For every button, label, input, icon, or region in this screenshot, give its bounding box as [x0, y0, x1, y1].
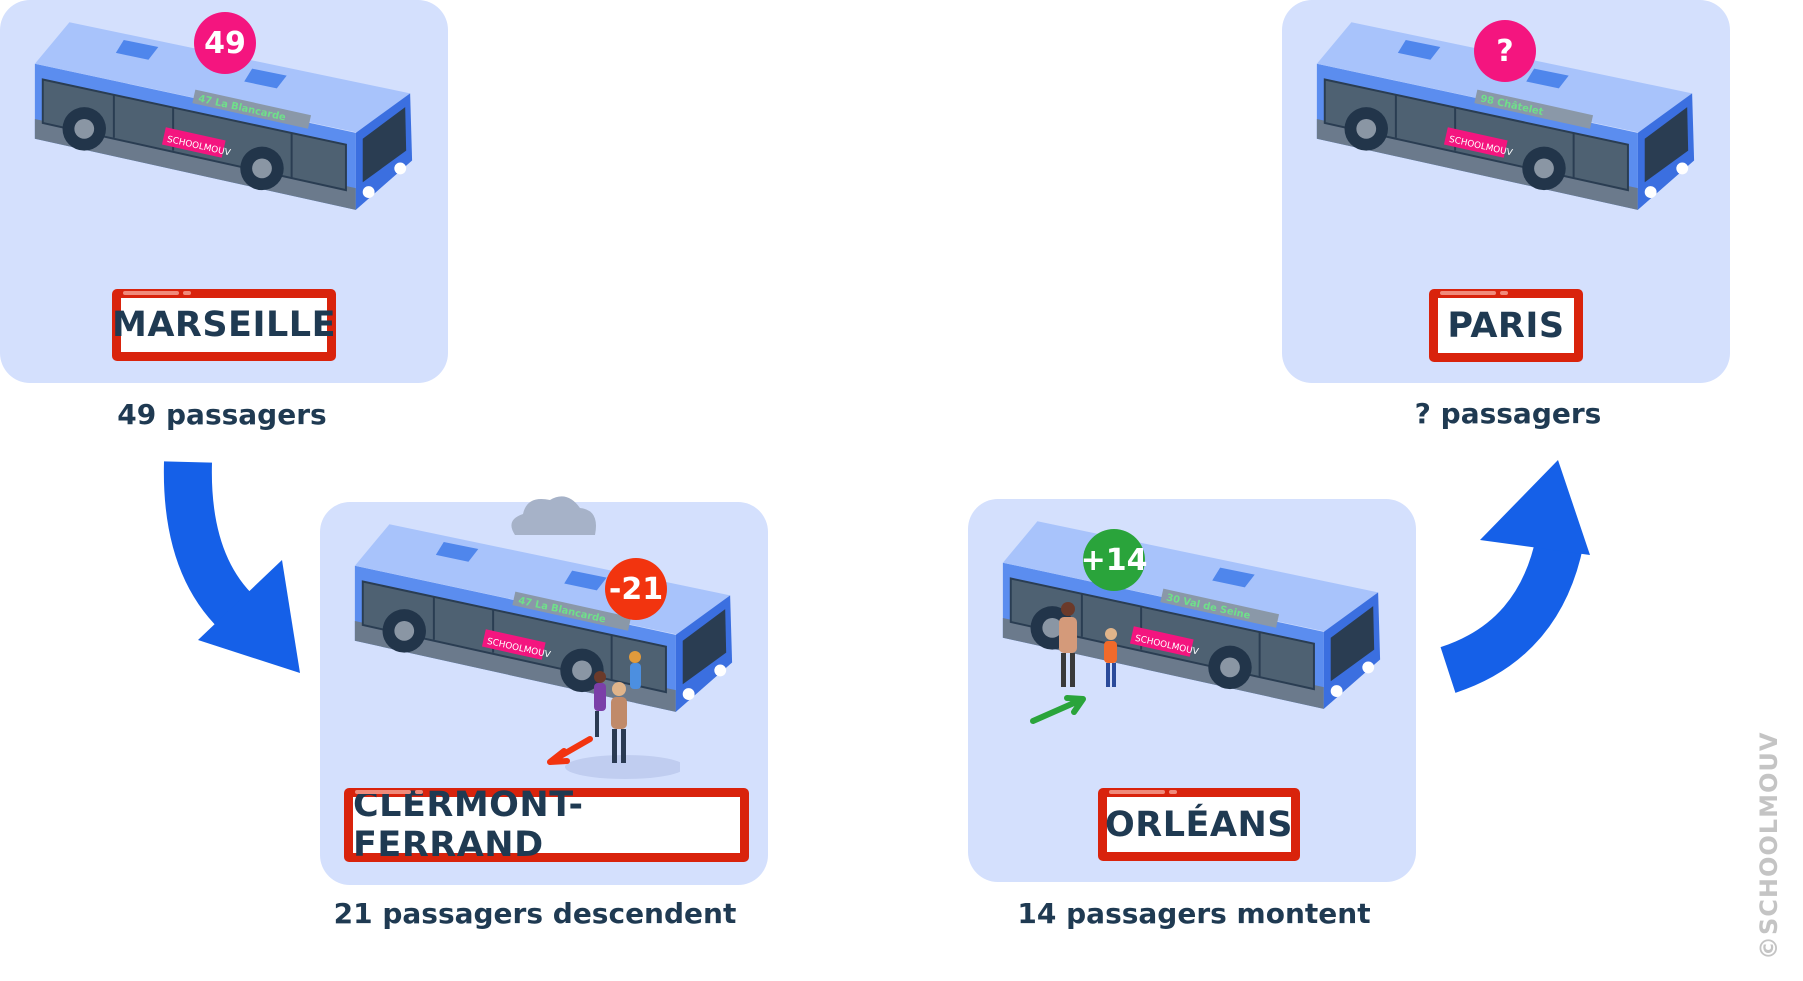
- arrow-down-right-icon: [163, 461, 300, 673]
- city-sign-clermont-ferrand: CLERMONT-FERRAND: [344, 785, 749, 865]
- caption-marseille: 49 passagers: [117, 398, 327, 431]
- exhaust-cloud-icon: [511, 496, 596, 535]
- city-sign-marseille: MARSEILLE: [112, 289, 336, 361]
- schoolmouv-watermark: ©SCHOOLMOUV: [1755, 731, 1783, 960]
- caption-orleans: 14 passagers montent: [1017, 897, 1371, 930]
- stop-panel-marseille: 47 La Blancarde SCHOOLMOUV 49 MARSEILLE: [0, 0, 448, 383]
- stop-panel-orleans: 30 Val de Seine SCHOOLMOUV +14 ORLÉANS: [968, 499, 1416, 882]
- passengers-descending-icon: [547, 651, 680, 779]
- passengers-boarding-icon: [1030, 602, 1117, 724]
- arrow-up-right-icon: [1439, 460, 1590, 693]
- city-sign-paris: PARIS: [1429, 289, 1583, 362]
- stop-panel-paris: 98 Châtelet SCHOOLMOUV ? PARIS: [1282, 0, 1730, 383]
- unknown-passenger-count-badge: ?: [1474, 20, 1536, 82]
- city-sign-orleans: ORLÉANS: [1098, 788, 1300, 861]
- passenger-count-badge: 49: [194, 12, 256, 74]
- stop-panel-clermont-ferrand: 47 La Blancarde SCHOOLMOUV -21 CLERMONT-…: [320, 496, 768, 885]
- bus-illustration: 47 La Blancarde SCHOOLMOUV: [25, 12, 420, 230]
- passengers-boarding-badge: +14: [1081, 529, 1147, 591]
- caption-clermont-ferrand: 21 passagers descendent: [333, 897, 737, 930]
- passengers-leaving-badge: -21: [605, 558, 667, 620]
- caption-paris: ? passagers: [1414, 397, 1602, 430]
